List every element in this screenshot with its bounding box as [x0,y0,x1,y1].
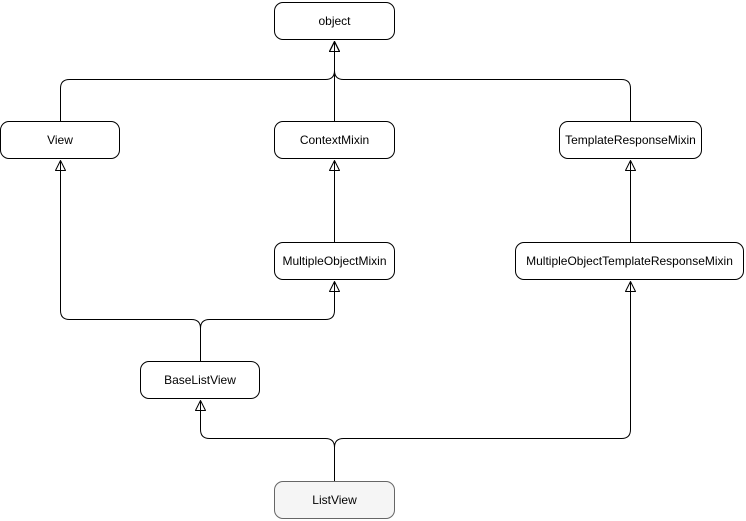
node-multipleobjecttemplateresponsemixin-label: MultipleObjectTemplateResponseMixin [526,254,733,268]
node-contextmixin: ContextMixin [274,121,395,159]
node-multipleobjecttemplateresponsemixin: MultipleObjectTemplateResponseMixin [515,242,744,280]
edge-templateresponsemixin-to-object [329,41,631,121]
node-templateresponsemixin-label: TemplateResponseMixin [565,133,696,147]
node-listview-label: ListView [312,493,357,507]
node-baselistview-label: BaseListView [164,373,236,387]
edge-listview-to-multipleobjecttemplateresponsemixin [334,281,636,481]
node-baselistview: BaseListView [140,361,260,399]
node-listview: ListView [274,481,395,519]
edge-baselistview-to-multipleobjectmixin [200,281,340,361]
node-templateresponsemixin: TemplateResponseMixin [559,121,702,159]
node-view-label: View [47,133,73,147]
edge-listview-to-baselistview [195,400,335,481]
node-view: View [0,121,120,159]
node-contextmixin-label: ContextMixin [299,133,370,147]
edge-baselistview-to-view [55,160,201,361]
node-object: object [274,2,395,40]
node-multipleobjectmixin-label: MultipleObjectMixin [282,254,387,268]
node-multipleobjectmixin: MultipleObjectMixin [274,242,395,280]
node-object-label: object [318,14,351,28]
edge-view-to-object [60,41,340,121]
